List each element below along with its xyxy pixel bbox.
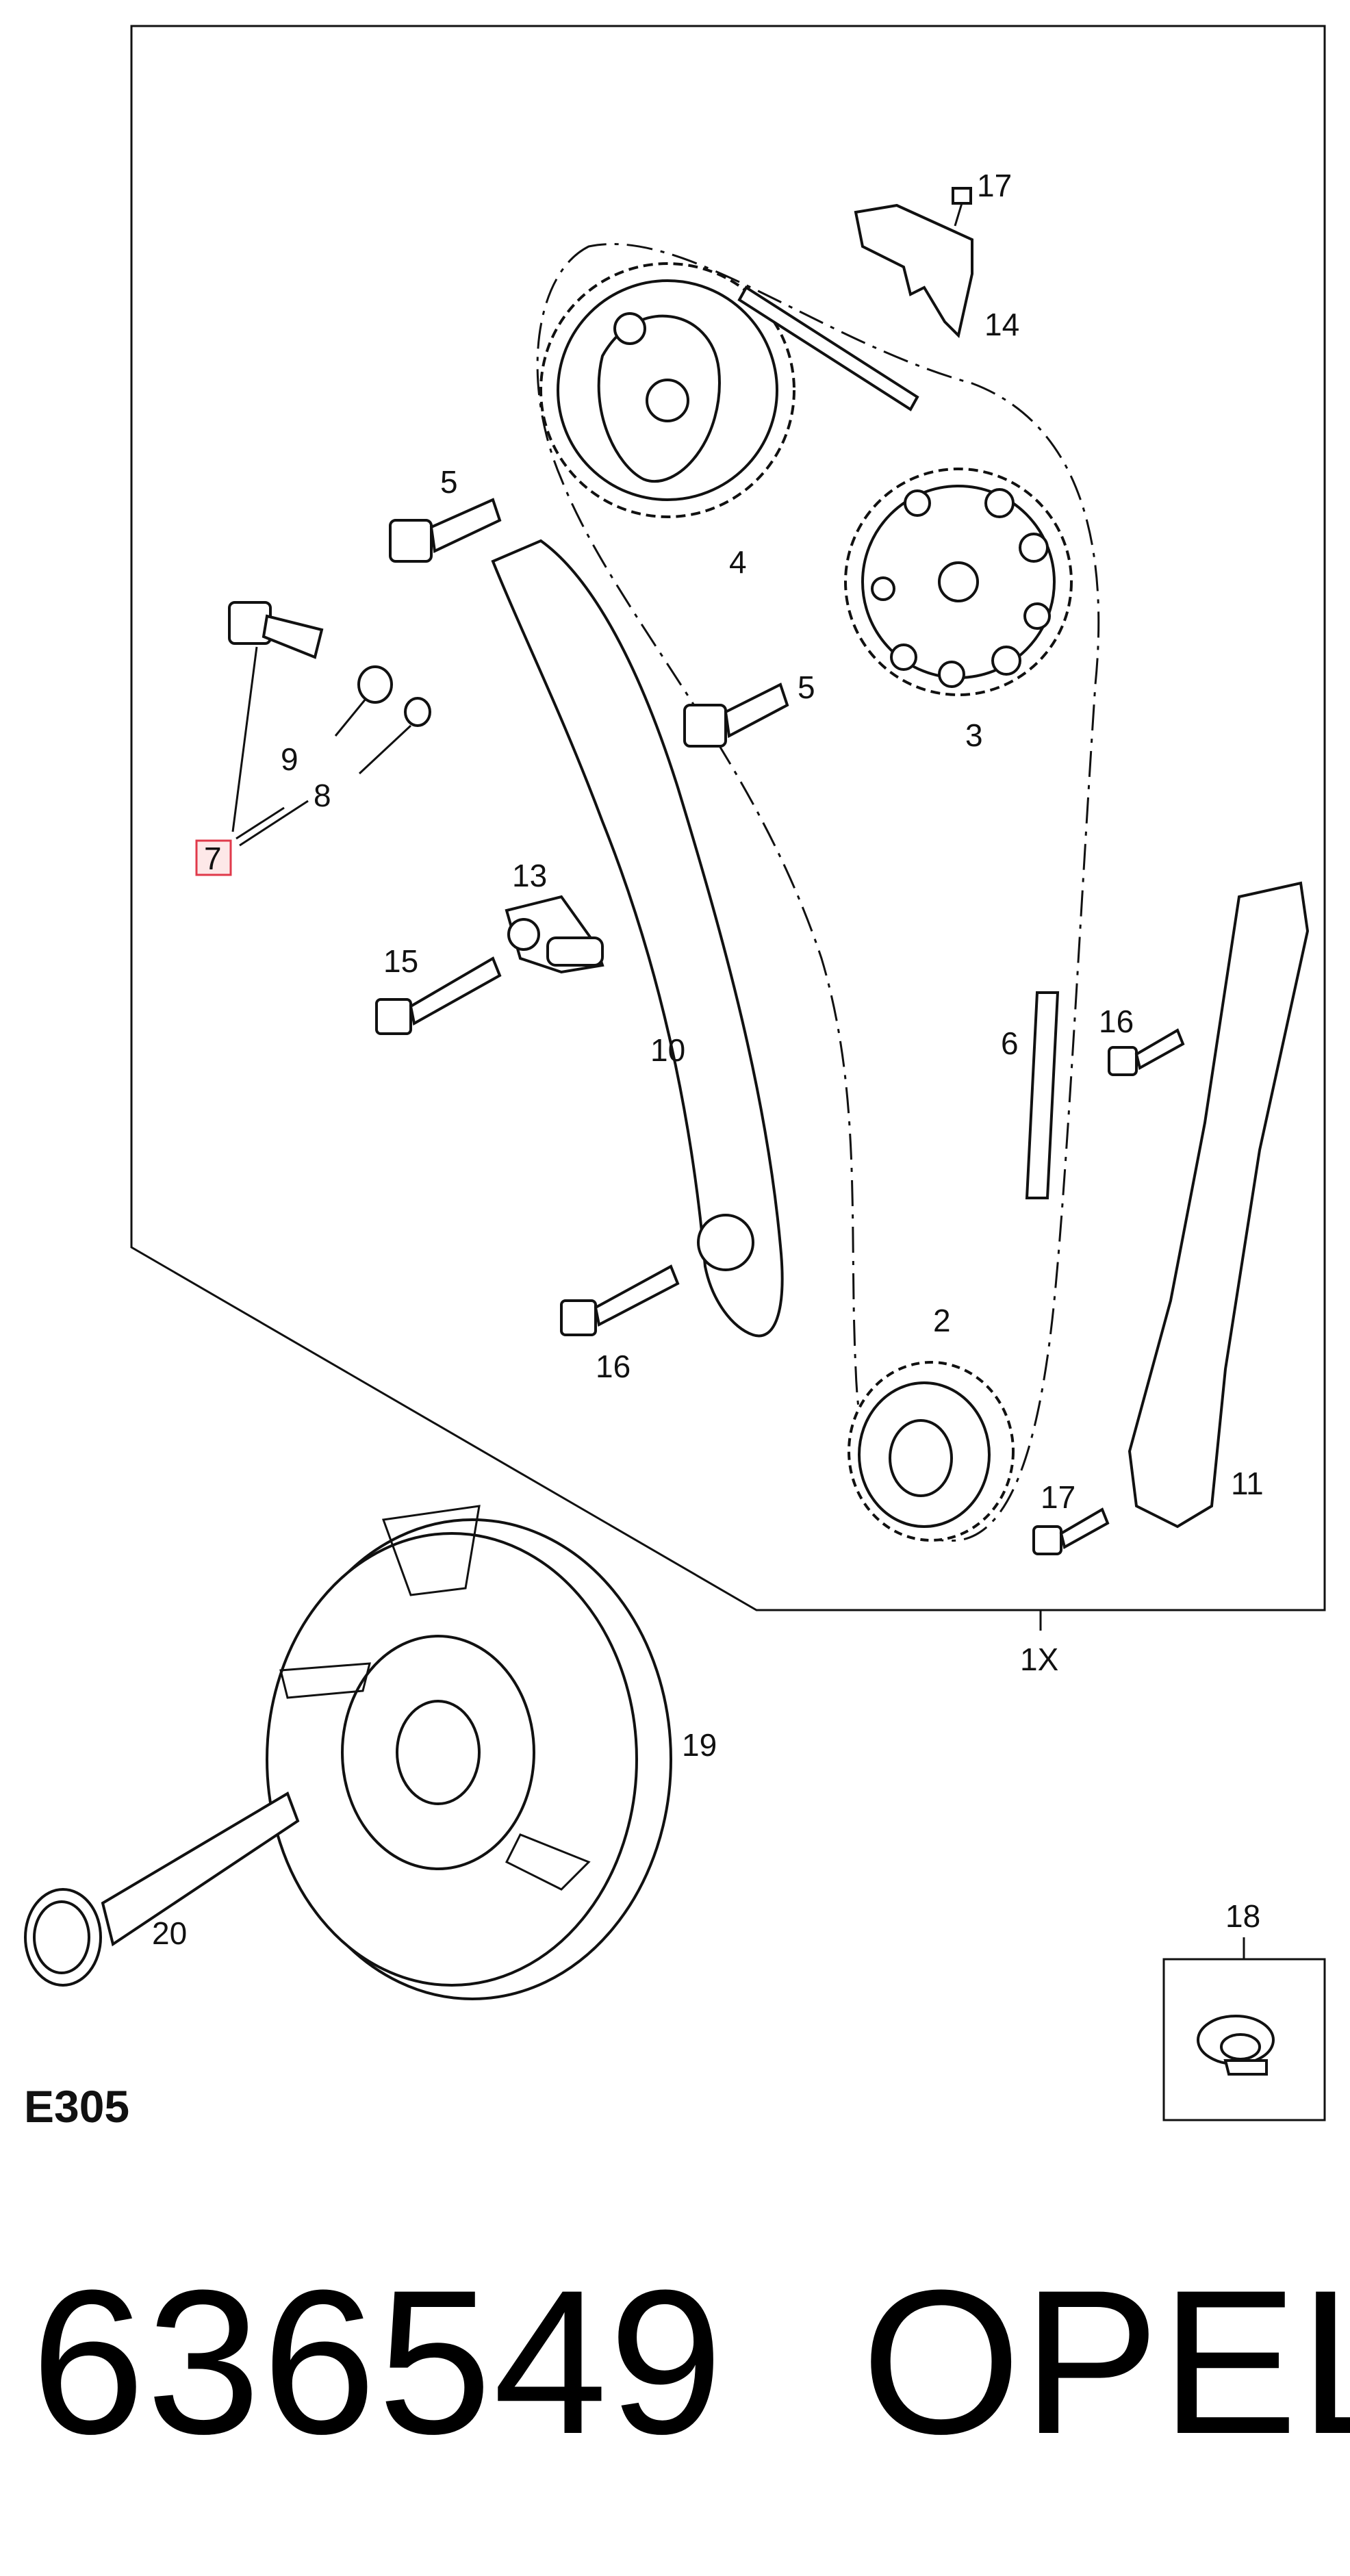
camshaft-sprocket-4 [539, 262, 795, 518]
timing-chain-path [536, 242, 1100, 1542]
callout-16-upper: 16 [1099, 1004, 1134, 1039]
leader-9 [334, 698, 368, 737]
bracket-12 [854, 203, 973, 338]
callout-10: 10 [650, 1032, 685, 1068]
chain-6 [737, 285, 1060, 1199]
part-number: 636549 [31, 2247, 725, 2477]
callout-20: 20 [152, 1915, 187, 1951]
plug-18 [1197, 2015, 1275, 2076]
callout-5-lower: 5 [798, 669, 815, 705]
long-bolt-20 [24, 1791, 300, 1987]
brand-name: OPEL [861, 2247, 1350, 2477]
callout-14: 15 [383, 943, 418, 979]
bolt-16-upper [1108, 1028, 1185, 1076]
callout-5-upper: 5 [440, 464, 458, 500]
crankshaft-sprocket-2 [848, 1361, 1015, 1542]
kit-outline [130, 25, 1326, 1611]
washer-9 [357, 665, 393, 704]
leader-7-b [235, 806, 285, 840]
callout-17: 17 [977, 168, 1012, 203]
callout-3: 3 [965, 717, 983, 753]
bolt-15 [560, 1264, 680, 1336]
callout-7-highlight [195, 839, 232, 876]
rail-pivot [697, 1214, 754, 1271]
qty-label: 1X [1020, 1642, 1058, 1677]
callout-12: 14 [984, 307, 1019, 342]
bolt-16-lower [1032, 1507, 1110, 1555]
crankshaft-pulley-19 [266, 1505, 672, 2000]
leader-7-c [239, 800, 309, 847]
callout-4: 4 [729, 544, 747, 580]
leader-8 [358, 724, 412, 775]
callout-11: 11 [1231, 1466, 1264, 1501]
tensioner-13 [505, 895, 604, 974]
bolt-7 [228, 601, 324, 659]
callout-8: 8 [314, 778, 331, 813]
callout-6: 6 [1001, 1025, 1019, 1061]
callout-18: 18 [1225, 1898, 1260, 1934]
callout-16-lower: 17 [1041, 1479, 1075, 1515]
callout-9: 9 [281, 741, 298, 777]
callout-19: 19 [682, 1727, 717, 1763]
bolt-5-upper [389, 498, 502, 563]
callout-15: 16 [596, 1349, 631, 1384]
bolt-14 [375, 956, 502, 1035]
callout-2: 2 [933, 1303, 951, 1338]
bolt-17 [952, 187, 972, 227]
bolt-5-lower [683, 683, 789, 748]
tensioner-rail-10 [491, 539, 784, 1338]
leader-7-a [231, 646, 258, 832]
callout-7: 7 [204, 841, 222, 876]
camshaft-sprocket-3 [844, 468, 1073, 696]
washer-8 [404, 697, 431, 727]
callout-13: 13 [512, 858, 547, 893]
guide-rail-11 [1128, 881, 1310, 1529]
diagram-code: E305 [24, 2081, 129, 2132]
footer-line: 636549 OPEL [31, 2247, 1350, 2477]
